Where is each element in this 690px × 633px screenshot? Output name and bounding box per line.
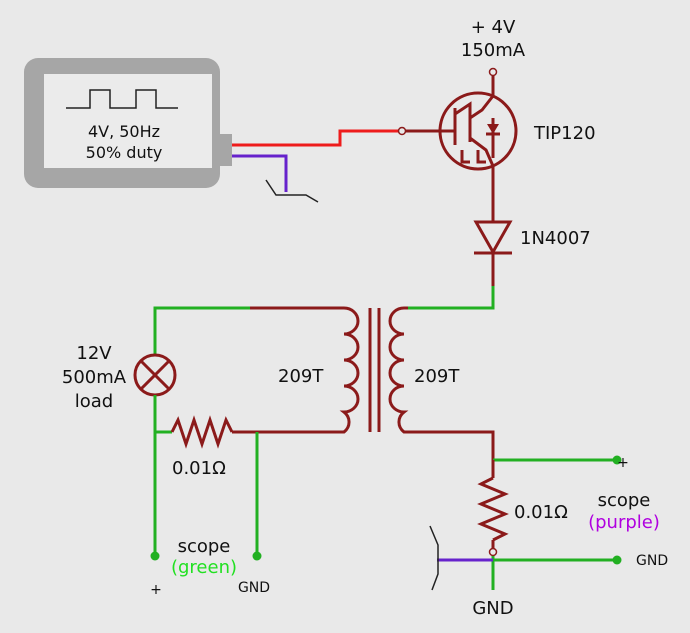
transformer <box>339 306 409 434</box>
scope-green-plus: + <box>150 582 162 598</box>
scope-purple-gnd-terminal <box>612 555 622 565</box>
tip120-transistor <box>438 91 518 171</box>
load-lamp <box>133 353 177 397</box>
scope-green-gnd-terminal <box>252 551 262 561</box>
diode-1n4007 <box>473 220 513 256</box>
shunt-right-label: 0.01Ω <box>514 502 568 523</box>
generator-signal-wire <box>232 129 400 147</box>
load-word: load <box>75 391 113 412</box>
supply-terminal <box>488 67 498 77</box>
load-current: 500mA <box>62 367 127 388</box>
primary-turns: 209T <box>278 366 324 387</box>
shunt-resistor-right <box>477 476 509 542</box>
secondary-turns: 209T <box>414 366 460 387</box>
scope-purple-word: scope <box>598 490 651 511</box>
scope-purple-color: (purple) <box>588 512 660 533</box>
load-voltage: 12V <box>76 343 112 364</box>
scope-green-word: scope <box>178 536 231 557</box>
shunt-left-label: 0.01Ω <box>172 458 226 479</box>
diode-label: 1N4007 <box>520 228 591 249</box>
scope-purple-plus-terminal <box>612 455 622 465</box>
shunt-resistor-left <box>170 415 234 449</box>
square-wave-icon <box>66 89 178 109</box>
function-generator: 4V, 50Hz 50% duty <box>24 58 232 188</box>
supply-current: 150mA <box>461 40 526 61</box>
ground-label: GND <box>472 598 513 619</box>
scope-green-color: (green) <box>171 557 237 578</box>
scope-green-plus-terminal <box>150 551 160 561</box>
generator-ground-wire <box>232 154 288 192</box>
scope-purple-plus: + <box>617 455 629 471</box>
scope-purple-gnd: GND <box>636 553 668 569</box>
transistor-label: TIP120 <box>533 123 596 144</box>
base-terminal <box>397 126 407 136</box>
generator-setting: 4V, 50Hz <box>88 122 160 141</box>
scope-green-gnd: GND <box>238 580 270 596</box>
supply-voltage: + 4V <box>471 17 516 38</box>
scope-ground-symbol <box>429 525 439 591</box>
generator-ground-symbol <box>265 179 319 203</box>
generator-duty: 50% duty <box>86 143 163 162</box>
